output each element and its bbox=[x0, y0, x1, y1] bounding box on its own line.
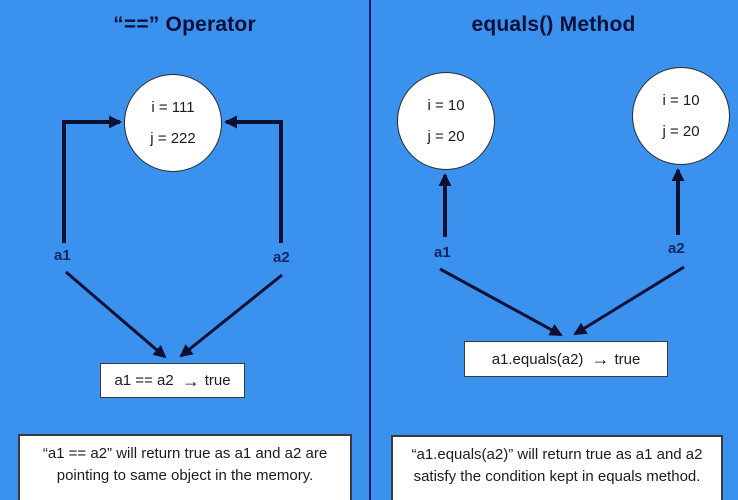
left-ref-a1-label: a1 bbox=[54, 247, 71, 264]
equals-result-value: true bbox=[614, 350, 641, 368]
equality-result-box: a1 == a2 → true bbox=[100, 363, 245, 398]
left-ref-a2-label: a2 bbox=[273, 249, 290, 266]
right-ref-a2-label: a2 bbox=[668, 240, 685, 257]
a1-to-equals-result-arrow bbox=[439, 267, 563, 337]
equality-expression: a1 == a2 bbox=[114, 372, 174, 389]
equals-note-box: “a1.equals(a2)” will return true as a1 a… bbox=[391, 435, 723, 500]
left-panel-title: “==” Operator bbox=[113, 13, 256, 36]
a2-to-equals-result-arrow bbox=[573, 265, 685, 336]
panel-divider bbox=[369, 0, 371, 500]
object-field-j: j = 20 bbox=[662, 123, 700, 140]
object-field-i: i = 111 bbox=[151, 99, 195, 116]
right-ref-a1-label: a1 bbox=[434, 244, 451, 261]
note-line: pointing to same object in the memory. bbox=[56, 467, 314, 484]
note-line: “a1.equals(a2)” will return true as a1 a… bbox=[411, 446, 703, 463]
equals-expression: a1.equals(a2) bbox=[491, 350, 584, 368]
object-field-i: i = 10 bbox=[427, 97, 465, 114]
note-line: “a1 == a2” will return true as a1 and a2… bbox=[42, 445, 328, 462]
a1-elbow-arrow bbox=[62, 115, 122, 243]
equals-result-box: a1.equals(a2) → true bbox=[464, 341, 668, 377]
a2-to-result-arrow bbox=[179, 273, 283, 358]
shared-object-circle: i = 111 j = 222 bbox=[124, 74, 222, 172]
object-two-circle: i = 10 j = 20 bbox=[632, 67, 730, 165]
object-field-j: j = 20 bbox=[427, 128, 465, 145]
note-line: satisfy the condition kept in equals met… bbox=[413, 468, 701, 485]
object-one-circle: i = 10 j = 20 bbox=[397, 72, 495, 170]
object-field-j: j = 222 bbox=[150, 130, 196, 147]
a2-elbow-arrow bbox=[224, 115, 283, 243]
a1-to-result-arrow bbox=[65, 270, 167, 359]
equality-result-value: true bbox=[204, 372, 231, 389]
right-arrow-icon: → bbox=[591, 349, 610, 369]
operator-note-box: “a1 == a2” will return true as a1 and a2… bbox=[18, 434, 352, 500]
right-panel-title: equals() Method bbox=[471, 13, 636, 36]
object-field-i: i = 10 bbox=[662, 92, 700, 109]
right-arrow-icon: → bbox=[181, 370, 200, 391]
